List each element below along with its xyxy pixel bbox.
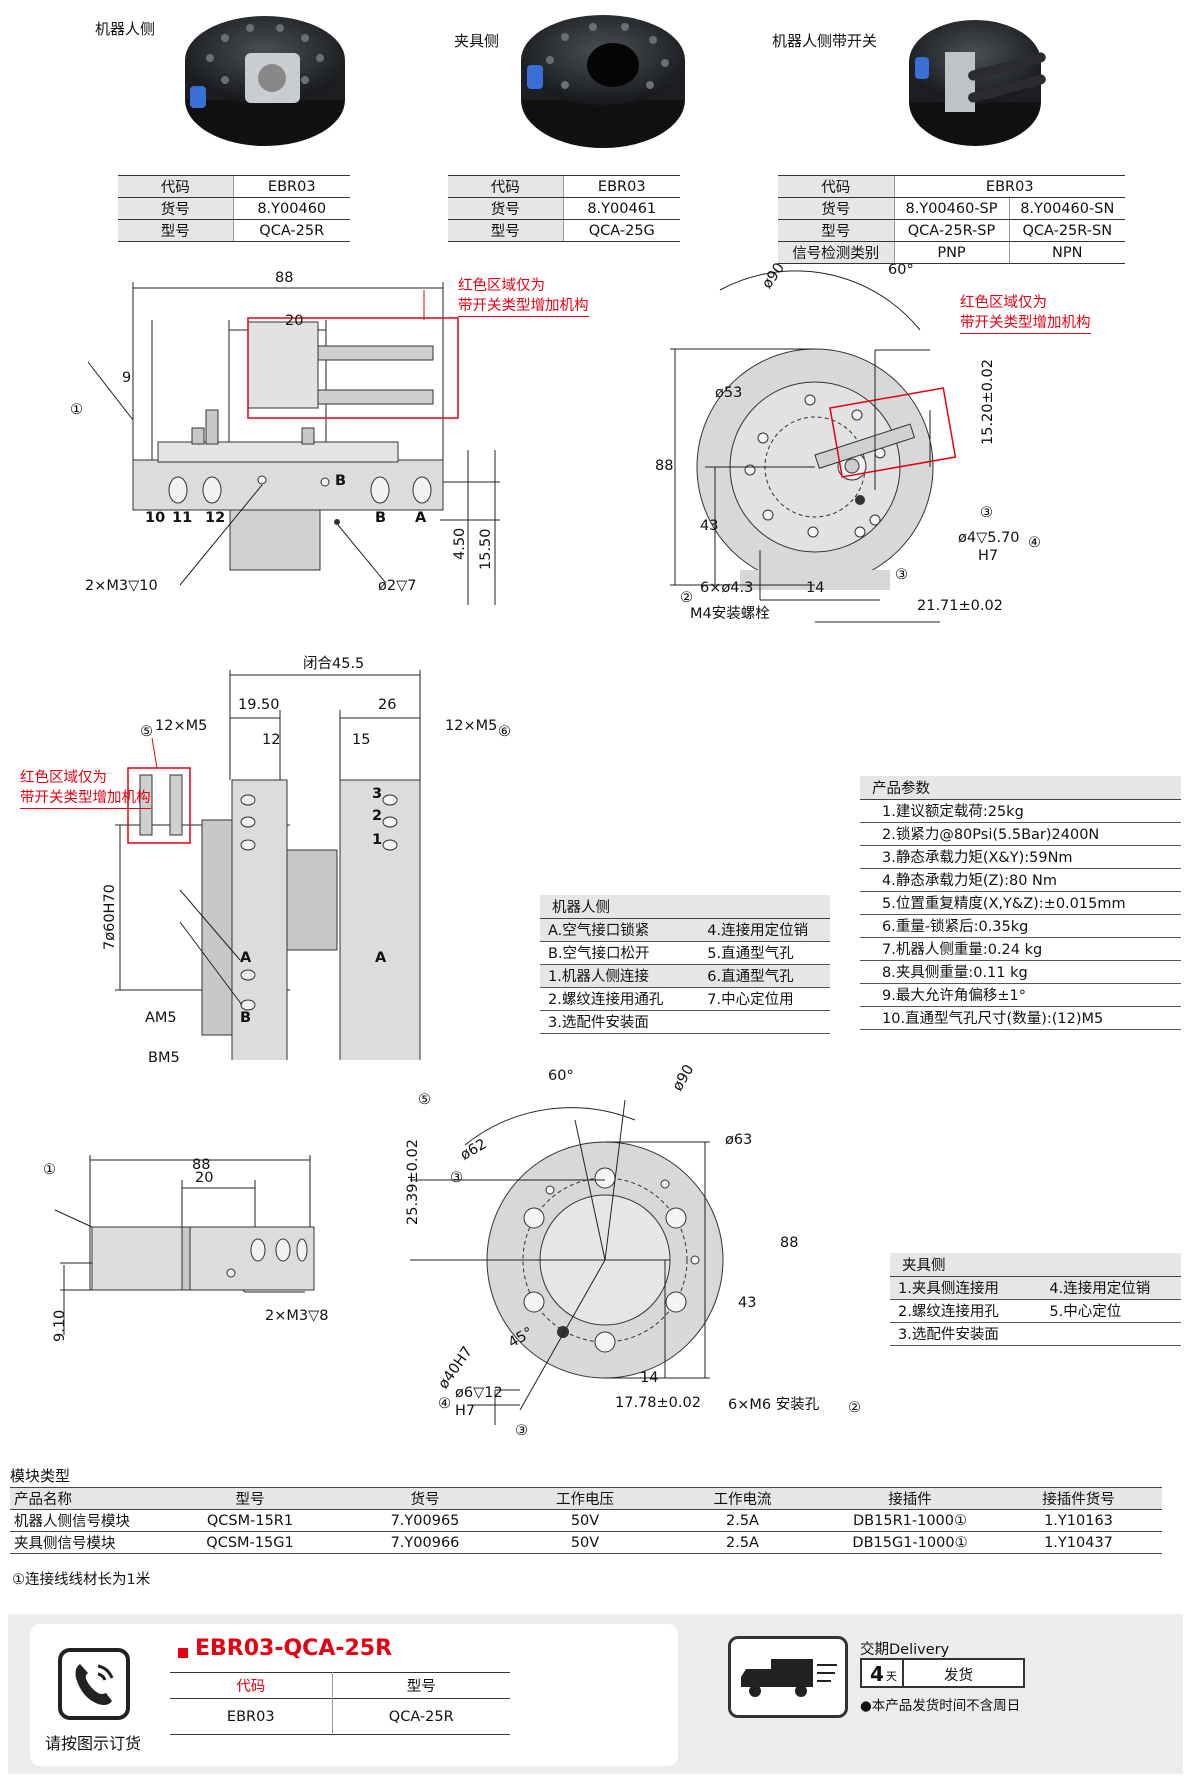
tool-side-photo xyxy=(521,15,685,148)
switch-mechanism-highlight-front xyxy=(829,387,957,478)
delivery-box: 4 天 发货 xyxy=(860,1658,1025,1688)
callout-1: ① xyxy=(70,402,83,418)
photo-caption-switch: 机器人侧带开关 xyxy=(772,32,878,50)
switch-side-photo xyxy=(909,20,1046,146)
side-view-drawing xyxy=(87,282,500,605)
delivery-days: 4 xyxy=(870,1662,884,1686)
phone-icon[interactable] xyxy=(58,1648,130,1720)
red-note-1: 红色区域仅为 xyxy=(458,278,545,294)
dim-9: 9 xyxy=(122,370,132,386)
info-icon: ● xyxy=(860,1698,872,1714)
front-view-robot-drawing xyxy=(670,270,957,623)
delivery-note: ●本产品发货时间不含周日 xyxy=(860,1698,1021,1714)
modules-title: 模块类型 xyxy=(10,1467,71,1485)
delivery-title: 交期Delivery xyxy=(860,1642,950,1658)
title-marker xyxy=(178,1648,188,1658)
dim-88: 88 xyxy=(275,270,294,286)
product-params-table: 产品参数 1.建议额定载荷:25kg 2.锁紧力@80Psi(5.5Bar)24… xyxy=(860,776,1181,1030)
phi2-label: ø2▽7 xyxy=(378,578,417,594)
order-title: EBR03-QCA-25R xyxy=(195,1636,393,1661)
photo-caption-robot: 机器人侧 xyxy=(95,20,156,38)
closed-side-view-drawing xyxy=(115,670,421,1060)
dim-20: 20 xyxy=(285,313,304,329)
order-footer: 请按图示订货 EBR03-QCA-25R 代码 型号 EBR03 QCA-25R… xyxy=(8,1614,1183,1774)
front-view-tool-drawing xyxy=(410,1099,724,1425)
switch-mechanism-highlight xyxy=(247,317,459,419)
photo-caption-tool: 夹具侧 xyxy=(454,32,500,50)
order-table: 代码 型号 EBR03 QCA-25R xyxy=(170,1672,510,1735)
switch-mechanism-highlight-side xyxy=(127,767,191,844)
order-label: 请按图示订货 xyxy=(45,1734,142,1753)
tool-side-view-drawing xyxy=(54,1155,315,1335)
m3-thread-label: 2×M3▽10 xyxy=(85,578,158,594)
truck-icon xyxy=(728,1636,848,1718)
modules-note: ①连接线线材长为1米 xyxy=(12,1572,151,1588)
robot-side-photo xyxy=(185,16,345,146)
order-card: 请按图示订货 EBR03-QCA-25R 代码 型号 EBR03 QCA-25R xyxy=(30,1624,678,1766)
